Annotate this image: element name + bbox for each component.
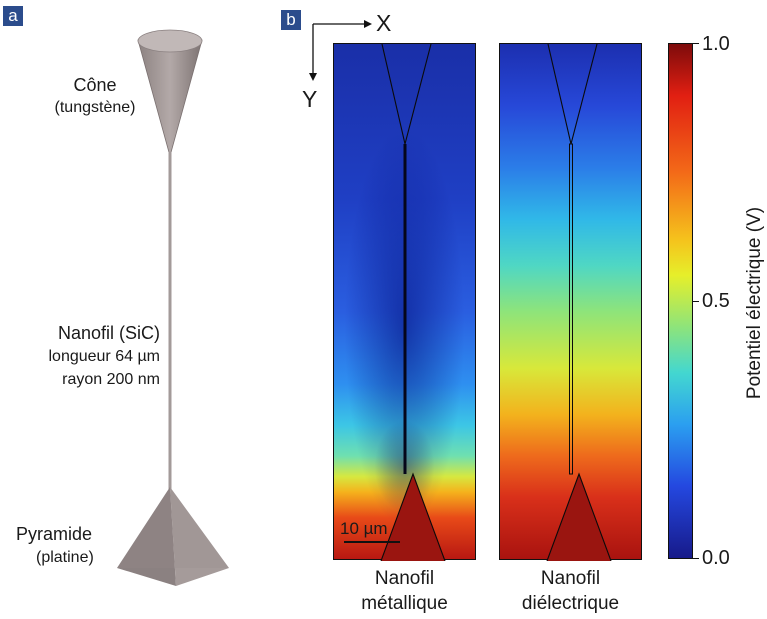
pyramid-outline <box>546 472 612 561</box>
pyramid-label: Pyramide <box>16 524 93 544</box>
pyramid-face-front <box>117 487 229 568</box>
colorbar-label-min: 0.0 <box>702 547 730 569</box>
colorbar <box>668 43 693 559</box>
axis-x-label: X <box>376 10 392 36</box>
colorbar-label-mid: 0.5 <box>702 290 730 312</box>
colorbar-title: Potentiel électrique (V) <box>744 206 765 400</box>
map-right-caption-line2: diélectrique <box>521 593 620 614</box>
pyramid-outline <box>380 472 446 561</box>
colorbar-tick-mid <box>693 301 699 302</box>
pyramid-face-right <box>170 487 229 586</box>
map-left-caption-line1: Nanofil <box>374 568 435 589</box>
panel-b-tag: b <box>281 10 301 30</box>
nanowire-outline <box>569 143 573 475</box>
axis-y-label: Y <box>302 86 318 112</box>
cone-material-label: (tungstène) <box>54 99 136 116</box>
nanowire-shape <box>168 152 172 490</box>
cone-top-face <box>137 29 203 53</box>
colorbar-tick-min <box>693 558 699 559</box>
pyramid-face-left <box>117 487 176 586</box>
nanowire-radius-label: rayon 200 nm <box>62 371 160 388</box>
potential-map-metallic <box>333 43 476 561</box>
cone-outline <box>381 44 432 145</box>
pyramid-material-label: (platine) <box>36 549 94 566</box>
cone-outline <box>547 44 598 145</box>
scale-bar-label: 10 µm <box>340 519 388 538</box>
map-left-caption-line2: métallique <box>361 593 448 614</box>
colorbar-tick-max <box>693 43 699 44</box>
map-right-caption-line1: Nanofil <box>540 568 601 589</box>
nanowire-label: Nanofil (SiC) <box>57 323 160 343</box>
colorbar-label-max: 1.0 <box>702 33 730 55</box>
panel-a-tag: a <box>3 6 23 26</box>
nanowire-outline <box>403 144 407 474</box>
cone-label: Cône <box>73 75 117 95</box>
nanowire-length-label: longueur 64 µm <box>48 348 160 365</box>
potential-map-dielectric <box>499 43 642 561</box>
